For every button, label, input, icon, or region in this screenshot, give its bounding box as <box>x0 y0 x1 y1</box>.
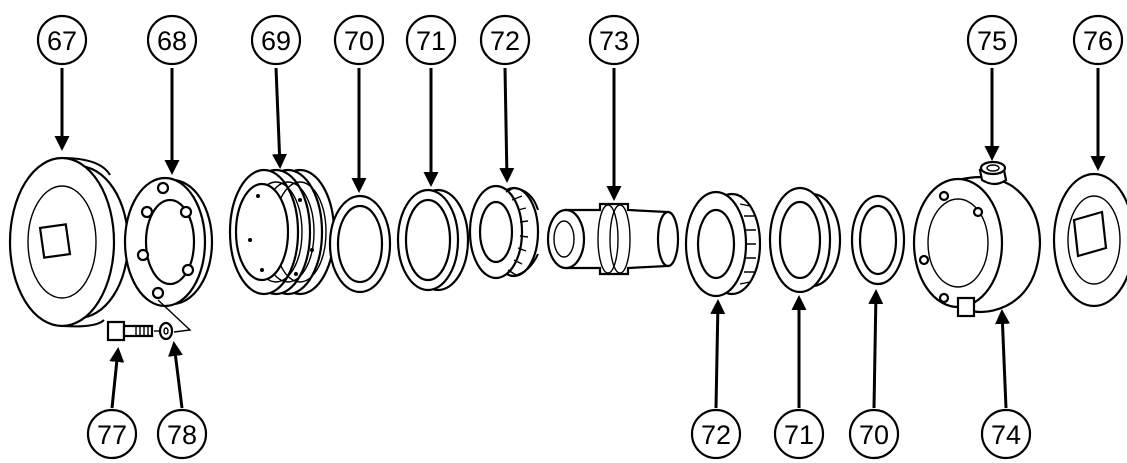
part-71-cup-left <box>396 188 470 292</box>
callout-label: 72 <box>490 26 520 56</box>
callout-69: 69 <box>250 14 302 66</box>
part-70-ring-left <box>328 194 392 294</box>
leader-77 <box>109 347 125 409</box>
callout-label: 75 <box>977 26 1007 56</box>
part-71-cup-right <box>768 186 842 294</box>
part-75-spout <box>978 160 1008 186</box>
leader-arrows <box>54 67 1106 409</box>
part-67-end-cap <box>8 156 130 328</box>
part-72-cone-left <box>468 184 540 280</box>
callout-72-bottom: 72 <box>690 408 742 460</box>
callout-label: 77 <box>97 420 127 450</box>
callout-label: 74 <box>991 420 1021 450</box>
part-70-ring-right <box>850 194 906 286</box>
callout-label: 71 <box>784 420 814 450</box>
part-72-cone-right <box>684 190 762 298</box>
callout-label: 67 <box>47 26 77 56</box>
callout-77: 77 <box>86 408 138 460</box>
callout-67: 67 <box>36 14 88 66</box>
callout-label: 68 <box>157 26 187 56</box>
callout-label: 70 <box>344 26 374 56</box>
callout-label: 73 <box>599 26 629 56</box>
part-76-end-cap <box>1052 172 1127 308</box>
leader-78 <box>168 341 184 409</box>
callout-78: 78 <box>156 408 208 460</box>
callout-72-top: 72 <box>479 14 531 66</box>
callout-70-top: 70 <box>333 14 385 66</box>
part-77-bolt <box>106 320 154 342</box>
callout-label: 78 <box>167 420 197 450</box>
callout-label: 69 <box>261 26 291 56</box>
callout-label: 70 <box>859 420 889 450</box>
part-78-washer <box>154 299 192 341</box>
callout-71-top: 71 <box>405 14 457 66</box>
part-73-shaft <box>546 202 680 276</box>
leader-72a <box>499 67 515 183</box>
part-69-ring-stack <box>228 168 336 296</box>
leader-69 <box>272 67 288 169</box>
callout-75: 75 <box>966 14 1018 66</box>
callout-74: 74 <box>980 408 1032 460</box>
callout-label: 76 <box>1083 26 1113 56</box>
leader-70b <box>868 289 884 409</box>
leader-72b <box>710 299 726 409</box>
callout-label: 72 <box>701 420 731 450</box>
part-74-housing <box>912 175 1042 318</box>
callout-76: 76 <box>1072 14 1124 66</box>
callout-label: 71 <box>416 26 446 56</box>
callout-68: 68 <box>146 14 198 66</box>
part-68-flange <box>123 176 214 308</box>
callout-73: 73 <box>588 14 640 66</box>
callout-71-bottom: 71 <box>773 408 825 460</box>
leader-74 <box>995 309 1010 409</box>
callout-70-bottom: 70 <box>848 408 900 460</box>
